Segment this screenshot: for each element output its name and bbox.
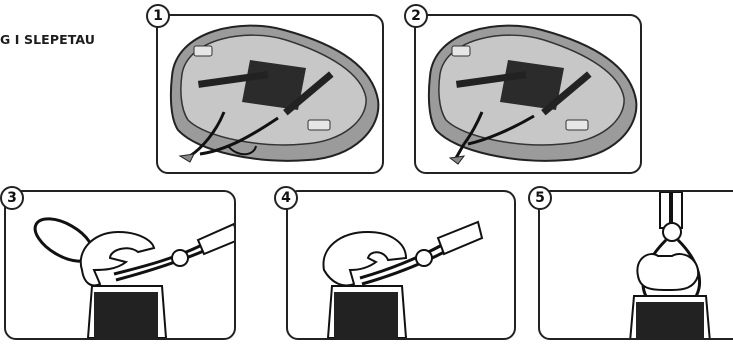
illustration-panel-2 (414, 14, 642, 174)
illustration-panel-3 (4, 190, 236, 340)
buckle-step-3-illustration (6, 192, 236, 340)
step-number-5: 5 (528, 186, 552, 210)
buckle-step-4-illustration (288, 192, 516, 340)
seat-with-joined-strap-illustration (416, 16, 642, 174)
step-number-1: 1 (146, 4, 170, 28)
step-number-4: 4 (274, 186, 298, 210)
buckle-step-5-illustration (540, 192, 733, 340)
instruction-heading: G I SLEPETAU (0, 32, 95, 47)
step-number-3: 3 (0, 186, 24, 210)
seat-with-loose-strap-illustration (158, 16, 384, 174)
illustration-panel-1 (156, 14, 384, 174)
illustration-panel-4 (286, 190, 516, 340)
illustration-panel-5 (538, 190, 733, 340)
step-number-2: 2 (404, 4, 428, 28)
